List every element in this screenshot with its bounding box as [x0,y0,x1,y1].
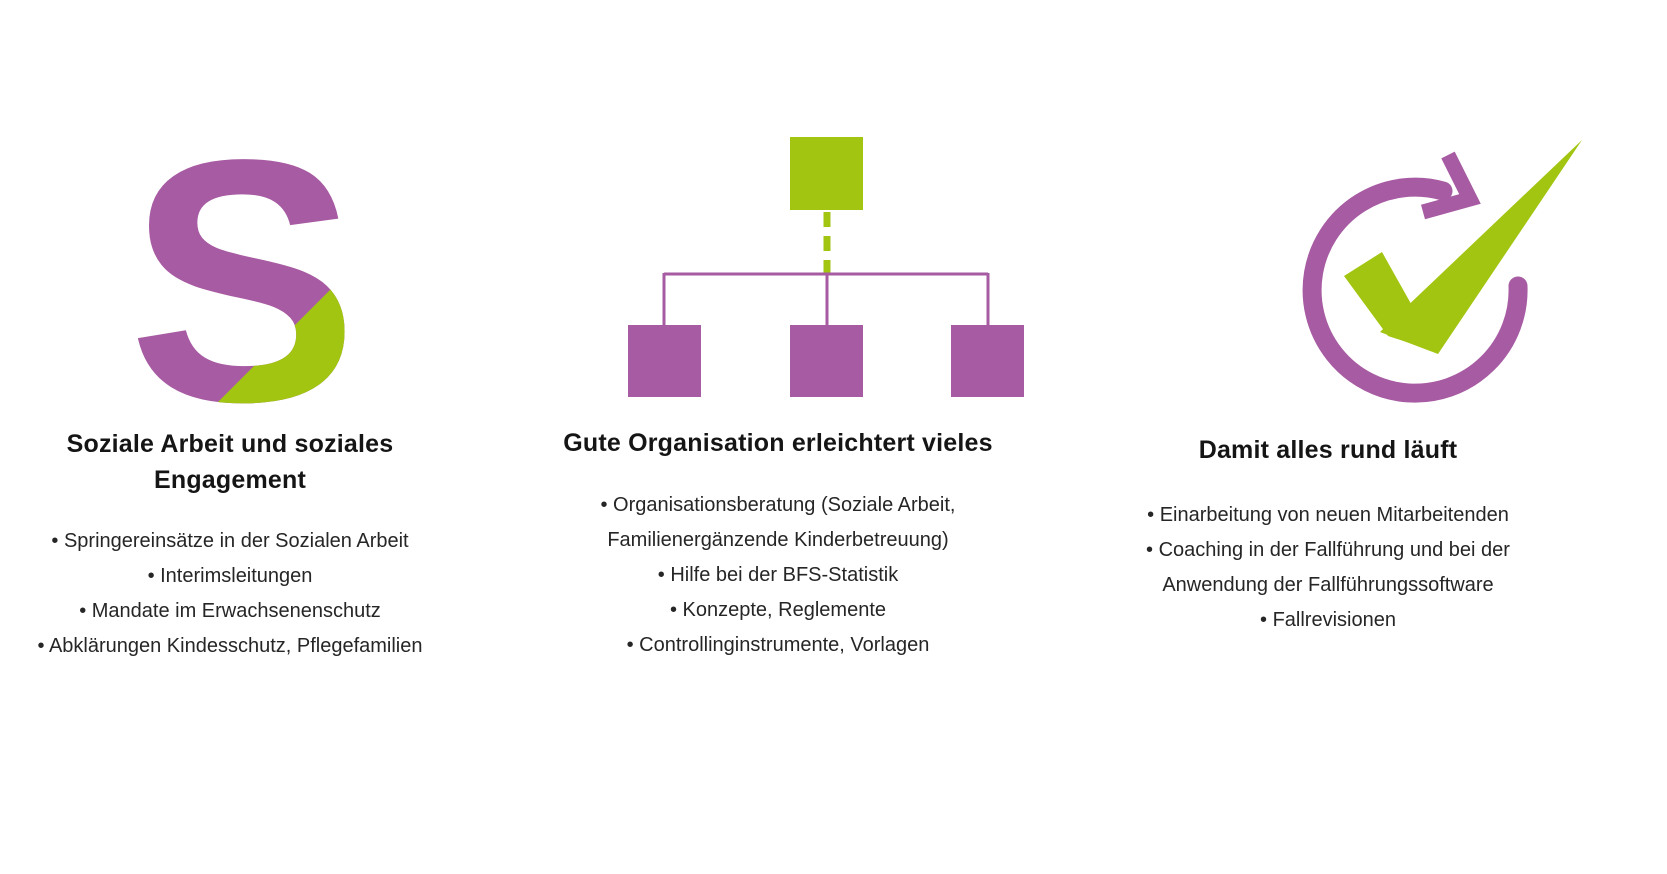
circular-arrow-arc [1302,177,1528,403]
bullet-item: • Hilfe bei der BFS-Statistik [657,564,899,586]
bullet-item: • Abklärungen Kindesschutz, Pflegefamili… [37,635,423,657]
bullet-item: • Interimsleitungen [147,565,313,587]
org-child-node-2 [790,325,863,397]
column-soziale-arbeit: Soziale Arbeit und soziales Engagement •… [10,426,450,664]
org-root-node [790,137,863,210]
s-logo-icon: S S [128,89,358,474]
column-rund-laeuft: Damit alles rund läuft • Einarbeitung vo… [1106,432,1550,638]
bullet-item: • Mandate im Erwachsenenschutz [79,600,381,622]
bullet-list: • Einarbeitung von neuen Mitarbeitenden •… [1106,498,1550,638]
bullet-item: • Springereinsätze in der Sozialen Arbei… [51,530,409,552]
column-title: Gute Organisation erleichtert vieles [563,429,993,457]
circular-arrow-head [1421,151,1481,220]
bullet-item: • Organisationsberatung (Soziale Arbeit,… [600,494,956,551]
bullet-list: • Springereinsätze in der Sozialen Arbei… [10,524,450,664]
bullet-item: • Fallrevisionen [1260,609,1396,631]
column-title: Soziale Arbeit und soziales Engagement [66,430,394,494]
bullet-list: • Organisationsberatung (Soziale Arbeit,… [547,488,1009,663]
org-child-node-3 [951,325,1024,397]
bullet-item: • Coaching in der Fallführung und bei de… [1146,539,1510,596]
bullet-item: • Einarbeitung von neuen Mitarbeitenden [1147,504,1509,526]
circular-check-icon [1288,126,1588,412]
org-child-node-1 [628,325,701,397]
checkmark-long-arm [1380,140,1582,354]
column-title: Damit alles rund läuft [1198,436,1458,464]
bullet-item: • Controllinginstrumente, Vorlagen [626,634,930,656]
bullet-item: • Konzepte, Reglemente [669,599,887,621]
column-gute-organisation: Gute Organisation erleichtert vieles • O… [547,420,1009,663]
org-chart-icon [628,137,1024,398]
